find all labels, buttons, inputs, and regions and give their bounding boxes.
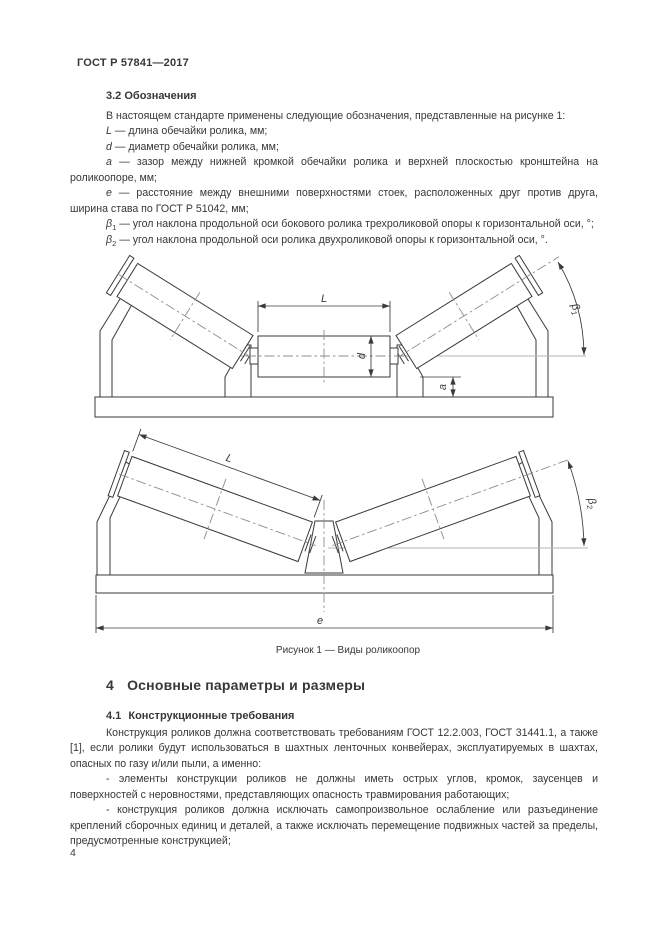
symbol-beta1-sub: 1 xyxy=(112,223,117,233)
beta2-subscript: 2 xyxy=(585,503,595,511)
section-3-2-number: 3.2 xyxy=(106,90,122,102)
section-4-1-number: 4.1 xyxy=(106,710,122,722)
dimension-line xyxy=(138,434,321,501)
roller-cross-centerline xyxy=(203,478,227,540)
roller-axis xyxy=(118,274,254,359)
definition-beta1: — угол наклона продольной оси бокового р… xyxy=(119,218,594,231)
designations-intro: В настоящем стандарте применены следующи… xyxy=(106,110,566,122)
designation-item-d: d — диаметр обечайки ролика, мм; xyxy=(70,140,598,155)
label-L: L xyxy=(321,293,327,305)
right-side-roller xyxy=(394,254,560,370)
angle-beta2: β2 xyxy=(567,460,599,547)
left-side-roller xyxy=(105,254,255,370)
paragraph: - конструкция роликов должна исключать с… xyxy=(70,804,598,848)
label-L: L xyxy=(224,452,234,465)
paragraph: - элементы конструкции роликов не должны… xyxy=(70,773,598,801)
beta-glyph: β xyxy=(585,496,598,506)
roller-cross-centerline xyxy=(421,478,445,540)
roller-cross-centerline xyxy=(448,292,480,340)
definition-L: — длина обечайки ролика, мм; xyxy=(114,125,268,138)
roller-axis xyxy=(332,458,570,547)
roller-axis xyxy=(118,473,316,547)
label-beta2: β2 xyxy=(583,496,599,511)
document-header: ГОСТ Р 57841—2017 xyxy=(77,57,189,69)
section-4-1-heading: 4.1 Конструкционные требования xyxy=(106,710,294,722)
symbol-d: d xyxy=(106,140,112,153)
symbol-e: е xyxy=(106,187,112,200)
label-d: d xyxy=(356,352,368,359)
angle-arc xyxy=(557,261,587,356)
left-roller: L xyxy=(107,428,323,563)
symbol-a: a xyxy=(106,156,112,169)
symbol-beta2: β xyxy=(106,233,113,246)
angle-beta1: β1 xyxy=(557,261,587,356)
figure-two-roller-support: L β2 е xyxy=(95,428,599,633)
symbol-beta1: β xyxy=(106,218,113,231)
beta1-subscript: 1 xyxy=(569,309,579,316)
definition-a: — зазор между нижней кромкой обечайки ро… xyxy=(70,156,598,184)
designation-item-a: a — зазор между нижней кромкой обечайки … xyxy=(70,155,598,186)
base-frame-bottom xyxy=(95,574,554,594)
definition-beta2: — угол наклона продольной оси ролика дву… xyxy=(119,233,548,246)
section-4-1-body: Конструкция роликов должна соответствова… xyxy=(70,726,598,850)
extension-line xyxy=(313,494,323,518)
label-e: е xyxy=(317,615,323,627)
designation-item-L: L — длина обечайки ролика, мм; xyxy=(70,124,598,139)
base-frame-top xyxy=(94,396,554,418)
section-4-number: 4 xyxy=(106,677,114,693)
designation-item-e: е — расстояние между внешними поверхност… xyxy=(70,186,598,217)
dimension-a: a xyxy=(420,376,461,397)
label-beta1: β1 xyxy=(567,301,584,316)
page-number: 4 xyxy=(70,847,76,859)
designation-item-beta1: β1 — угол наклона продольной оси боковог… xyxy=(70,217,598,232)
definition-d: — диаметр обечайки ролика, мм; xyxy=(114,140,279,153)
section-3-2-heading: 3.2 Обозначения xyxy=(106,90,197,102)
figure-three-roller-support: L d a β1 xyxy=(94,254,587,418)
roller-cross-centerline xyxy=(169,292,201,340)
dimension-e: е xyxy=(95,595,554,633)
section-3-2-title: Обозначения xyxy=(124,90,197,102)
dimension-L: L xyxy=(132,428,323,518)
symbol-L: L xyxy=(106,125,112,138)
roller-axis xyxy=(395,256,560,359)
section-4-1-title: Конструкционные требования xyxy=(128,710,295,722)
symbol-beta2-sub: 2 xyxy=(112,238,117,248)
designations-block: В настоящем стандарте применены следующи… xyxy=(70,109,598,248)
dimension-d: d xyxy=(356,336,374,377)
figure-caption: Рисунок 1 — Виды роликоопор xyxy=(275,645,421,656)
definition-e: — расстояние между внешними поверхностям… xyxy=(70,187,598,215)
right-roller xyxy=(331,449,570,563)
label-a: a xyxy=(437,384,449,390)
section-4-heading: 4 Основные параметры и размеры xyxy=(106,677,365,693)
angle-arc xyxy=(567,460,587,547)
dimension-L: L xyxy=(257,293,391,332)
extension-line xyxy=(132,428,142,452)
section-4-title: Основные параметры и размеры xyxy=(127,677,366,693)
axle-tick xyxy=(304,534,312,552)
paragraph: Конструкция роликов должна соответствова… xyxy=(70,727,598,770)
designation-item-beta2: β2 — угол наклона продольной оси ролика … xyxy=(70,233,598,248)
beta-glyph: β xyxy=(568,301,582,313)
